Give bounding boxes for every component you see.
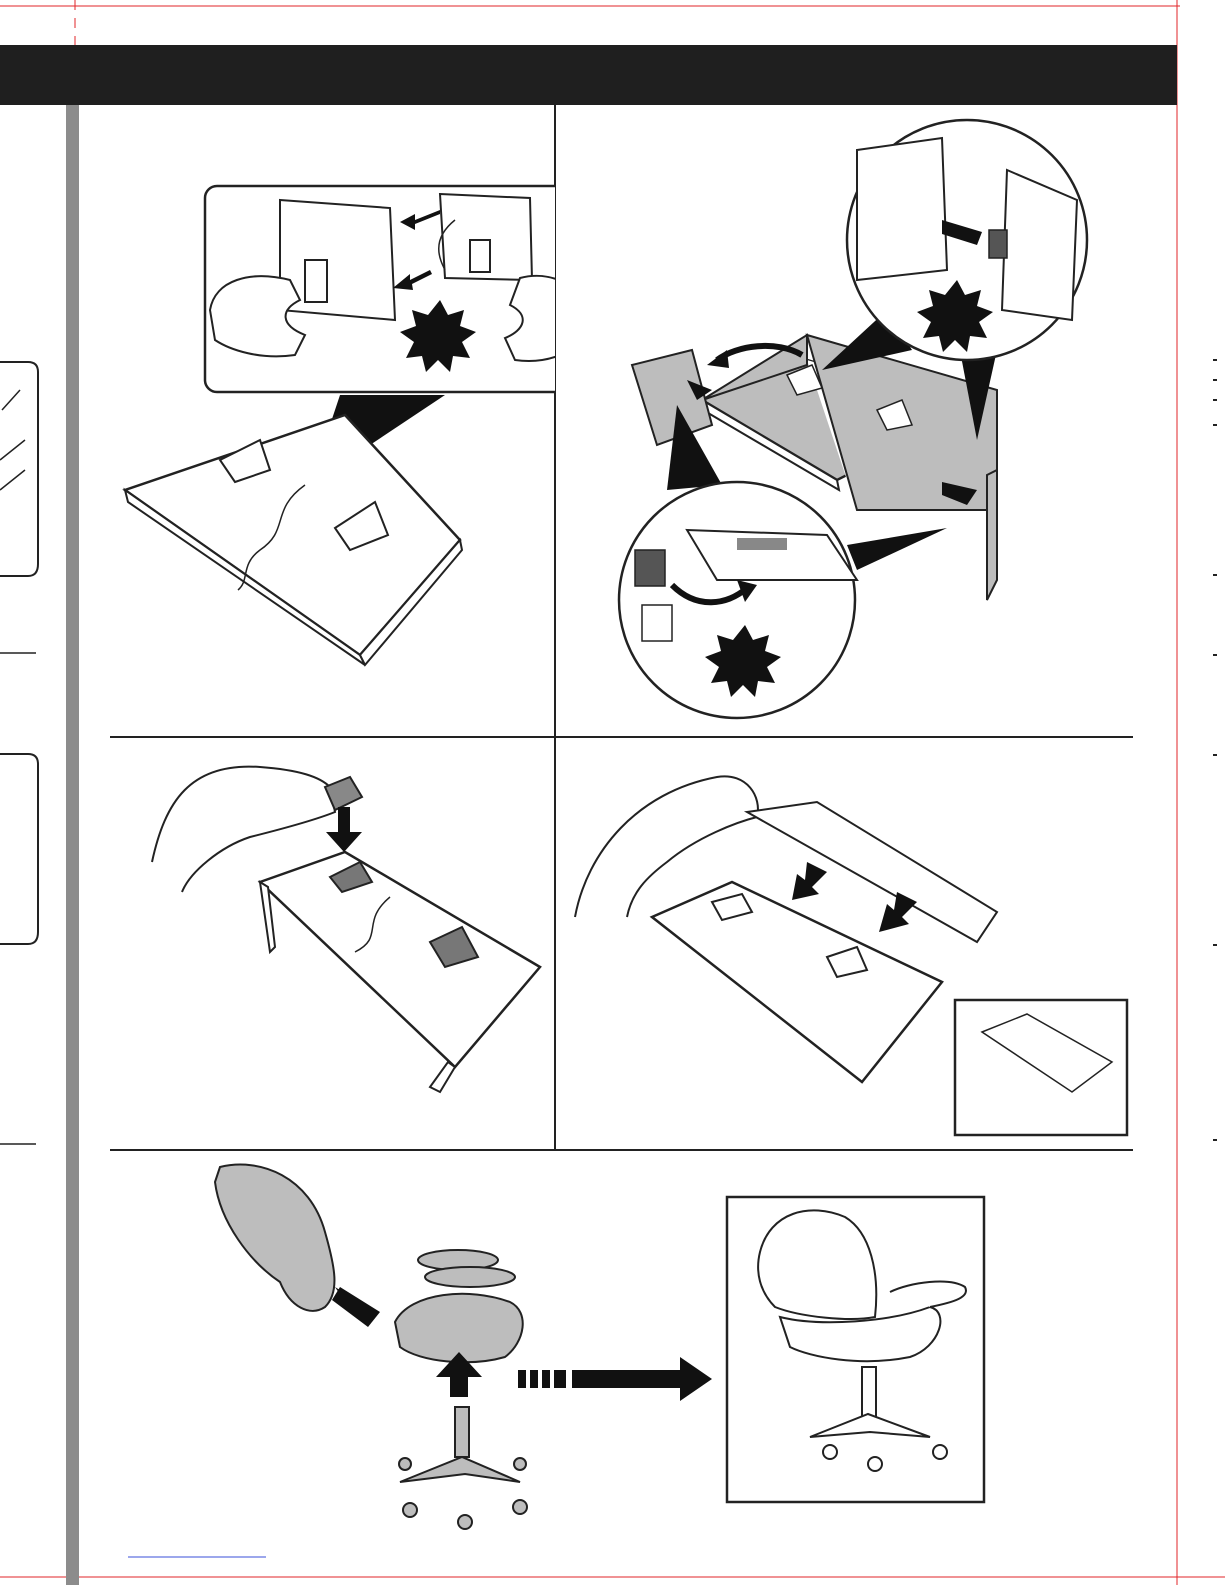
- panel-place-cover: [557, 742, 1137, 1147]
- base-icon: [399, 1407, 527, 1529]
- panel-insert-block: [110, 742, 555, 1147]
- arrow-icon: [792, 862, 827, 900]
- panel-fold-side-panels: [557, 110, 1197, 735]
- panel-attach-connectors: [110, 110, 555, 735]
- dashed-arrow-icon: [518, 1357, 712, 1401]
- panel-assemble-chair: [110, 1152, 1140, 1572]
- backrest-icon: [215, 1165, 334, 1311]
- seat-icon: [395, 1250, 523, 1362]
- seat-base-icon: [125, 415, 462, 665]
